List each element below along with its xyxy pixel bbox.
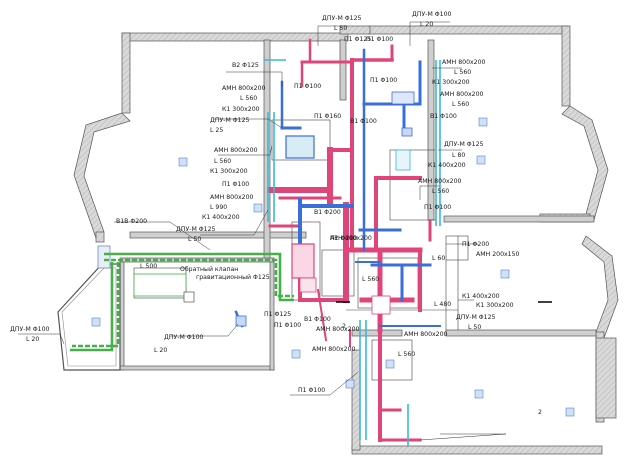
label: П1 Φ100 (370, 77, 397, 84)
label: L 20 (420, 21, 433, 28)
label: ДПУ-М Φ125 (456, 314, 496, 321)
label: АМН 800х200 (222, 85, 266, 92)
exhaust-ducts (234, 48, 441, 328)
label: ДПУ-М Φ100 (164, 334, 204, 341)
label: гравитационный Φ125 (196, 273, 270, 281)
label: П1 Φ200 (330, 235, 357, 242)
label: П1 Φ160 (314, 113, 341, 120)
label: В2 Φ125 (232, 62, 259, 69)
label: К1 300х200 (210, 168, 248, 175)
label: АМН 200х150 (476, 251, 520, 258)
label: К1 300х200 (476, 302, 514, 309)
label: П1 Φ200 (462, 241, 489, 248)
label: L 60 (432, 255, 445, 262)
label: ДПУ-М Φ100 (10, 326, 50, 333)
label: L 500 (140, 263, 157, 270)
fresh-air-ducts (70, 252, 294, 352)
label: ДПУ-М Φ125 (444, 141, 484, 148)
label: П1 Φ100 (274, 322, 301, 329)
label: АМН 800х200 (418, 178, 462, 185)
equipment (133, 91, 415, 327)
label: ДПУ-М Φ125 (176, 226, 216, 233)
label: L 80 (452, 152, 465, 159)
label: ДПУ-М Φ100 (412, 11, 452, 18)
label: L 560 (452, 101, 469, 108)
label: К1 300х200 (222, 106, 260, 113)
label: К1 400х200 (462, 293, 500, 300)
label: АРН 400х200 (330, 235, 372, 242)
room-markers (91, 117, 575, 417)
label: П1 Φ100 (222, 181, 249, 188)
label: В1 Φ100 (304, 316, 331, 323)
label: Обратный клапан (180, 265, 238, 273)
label: L 560 (454, 69, 471, 76)
label: L 50 (334, 25, 347, 32)
label: П1 Φ100 (298, 387, 325, 394)
supply-ducts (267, 38, 432, 442)
label: К1 400х200 (428, 162, 466, 169)
label: В1 Φ100 (350, 118, 377, 125)
label: П1 Φ125 (264, 311, 291, 318)
section-mark-label: 2 (538, 409, 542, 416)
label: В1 Φ100 (430, 113, 457, 120)
label: К1 300х200 (432, 79, 470, 86)
label: АМН 800х200 (440, 91, 484, 98)
label: АМН 800х200 (316, 326, 360, 333)
label: П1 Φ125 (344, 36, 371, 43)
label: L 560 (240, 95, 257, 102)
label: L 560 (432, 188, 449, 195)
room-outlines (133, 119, 469, 381)
label: L 990 (210, 204, 227, 211)
label: L 560 (214, 158, 231, 165)
label: ДПУ-М Φ125 (322, 15, 362, 22)
label: ДПУ-М Φ125 (210, 117, 250, 124)
label: АМН 800х200 (214, 147, 258, 154)
label: L 20 (26, 336, 39, 343)
label: В1 Φ200 (314, 209, 341, 216)
leader-lines (18, 21, 507, 441)
label: АМН 800х200 (404, 331, 448, 338)
label: L 560 (398, 351, 415, 358)
label: В1В Φ200 (116, 218, 147, 225)
label: L 25 (210, 127, 223, 134)
label: АМН 800х200 (312, 346, 356, 353)
label: К1 400х200 (202, 214, 240, 221)
section-mark-label: 2 (342, 323, 346, 330)
label: L 50 (468, 324, 481, 331)
label: АМН 800х200 (210, 194, 254, 201)
cyan-ducts (264, 59, 441, 446)
label: L 560 (362, 276, 379, 283)
label: П1 Φ100 (424, 204, 451, 211)
section-marks: 2 2 (336, 301, 552, 416)
label: L 50 (188, 236, 201, 243)
label: АМН 800х200 (442, 59, 486, 66)
label: П1 Φ100 (294, 83, 321, 90)
annotation-labels: ДПУ-М Φ125 L 50 ДПУ-М Φ100 L 20 П1 Φ125 … (10, 11, 520, 394)
label: П1 Φ100 (366, 36, 393, 43)
label: L 480 (434, 301, 451, 308)
label: L 20 (154, 347, 167, 354)
